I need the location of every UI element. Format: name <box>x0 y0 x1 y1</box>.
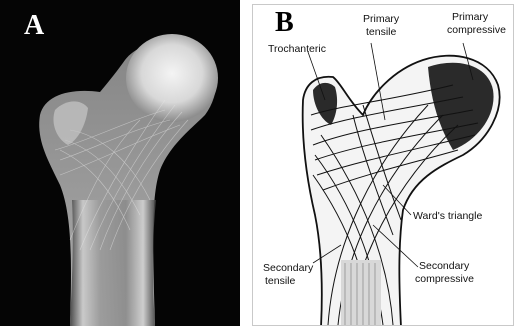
label-wards-triangle: Ward's triangle <box>413 210 482 222</box>
panel-b-letter: B <box>275 9 294 37</box>
label-secondary-tensile-line2: tensile <box>265 275 295 287</box>
label-primary-tensile-line1: Primary <box>363 13 399 25</box>
panel-a-radiograph: A <box>0 0 240 326</box>
label-trochanteric: Trochanteric <box>268 43 326 55</box>
label-secondary-tensile-line1: Secondary <box>263 262 313 274</box>
femur-radiograph-image <box>0 0 240 326</box>
label-primary-tensile-line2: tensile <box>366 26 396 38</box>
label-primary-compressive-line1: Primary <box>452 11 488 23</box>
label-secondary-compressive-line2: compressive <box>415 273 474 285</box>
label-secondary-compressive-line1: Secondary <box>419 260 469 272</box>
panel-b-diagram: B Trochanteric Primary tensile Primary c… <box>252 4 514 326</box>
panel-a-letter: A <box>24 12 44 40</box>
label-primary-compressive-line2: compressive <box>447 24 506 36</box>
